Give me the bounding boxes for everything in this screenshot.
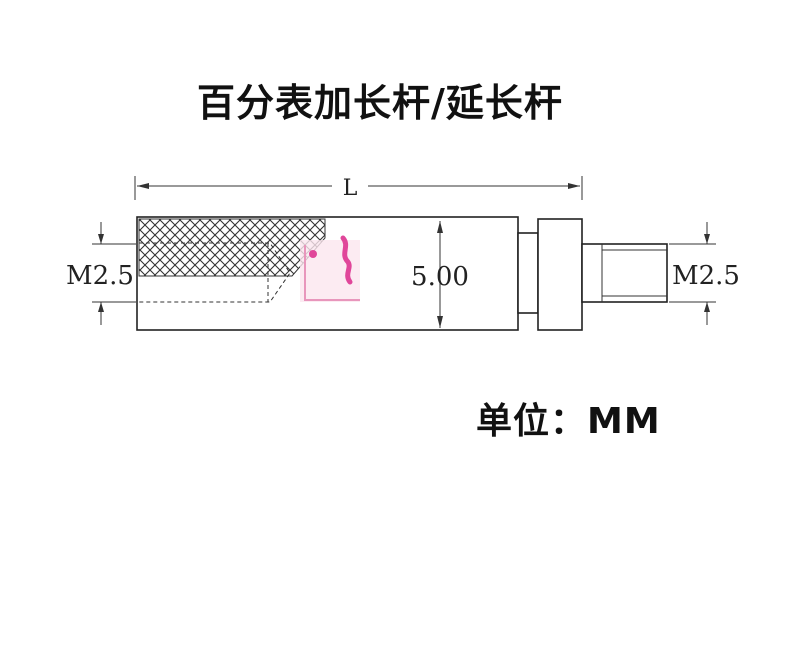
diameter-dimension: 5.00 [411,221,469,328]
knurled-grip [138,218,326,277]
length-label: L [343,176,358,201]
internal-thread-hidden-lines [139,242,291,303]
stamp-mark [300,235,360,302]
rod-collar [537,218,583,331]
right-thread-label: M2.5 [672,261,740,291]
rod-neck [517,232,539,314]
right-thread-dimension: M2.5 [669,222,740,325]
left-thread-label: M2.5 [66,261,134,291]
length-dimension: L [134,176,583,201]
left-thread-dimension: M2.5 [66,222,136,325]
unit-label: 单位：MM [476,401,661,442]
diameter-label: 5.00 [411,262,469,292]
extension-rod [136,216,668,331]
page-title: 百分表加长杆/延长杆 [197,81,563,125]
external-thread [581,243,668,303]
